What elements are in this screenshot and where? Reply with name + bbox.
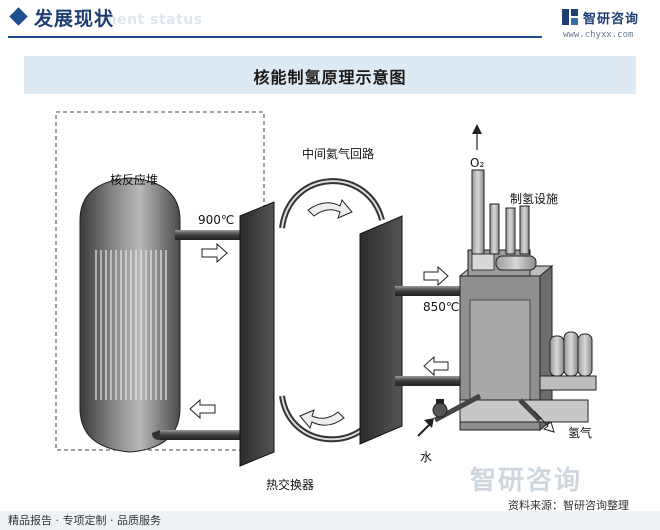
brand-logo: 智研咨询 www.chyxx.com <box>561 6 655 40</box>
diagram-title-banner: 核能制氢原理示意图 <box>24 56 636 94</box>
flow-arrow-primary-out <box>202 244 227 262</box>
heat-exchanger-plate-1 <box>240 202 274 466</box>
label-hydrogen-facility: 制氢设施 <box>510 190 558 207</box>
flow-arrow-primary-return <box>190 400 215 418</box>
logo-url: www.chyxx.com <box>563 30 633 40</box>
label-water: 水 <box>420 448 432 465</box>
flow-arrow-secondary-return <box>424 357 448 375</box>
diamond-icon <box>9 7 27 25</box>
diagram-title: 核能制氢原理示意图 <box>24 64 636 88</box>
title-shadow-text: ment status <box>102 12 203 28</box>
label-hydrogen: 氢气 <box>568 424 592 441</box>
logo-name: 智研咨询 <box>583 8 639 27</box>
water-inlet-arrow <box>418 418 434 436</box>
label-temp-850: 850℃ <box>423 300 459 314</box>
watermark: 智研咨询 <box>470 460 582 497</box>
heat-exchanger-plate-2 <box>360 216 402 444</box>
label-oxygen: O₂ <box>470 156 484 170</box>
label-helium-loop: 中间氦气回路 <box>302 145 374 162</box>
flow-arrow-secondary-out <box>424 267 448 285</box>
footer-slogan: 精品报告 · 专项定制 · 品质服务 <box>8 512 161 528</box>
label-reactor: 核反应堆 <box>110 171 158 188</box>
section-title: 发展现状 <box>34 4 114 31</box>
label-temp-900: 900℃ <box>198 213 234 227</box>
nuclear-hydrogen-diagram: 核反应堆 900℃ 中间氦气回路 O₂ 制氢设施 850℃ 热交换器 水 氢气 <box>40 100 620 480</box>
oxygen-arrow <box>472 124 482 150</box>
footer-bar: 精品报告 · 专项定制 · 品质服务 <box>0 511 660 530</box>
reactor-vessel <box>80 178 180 452</box>
label-heat-exchanger: 热交换器 <box>266 476 314 493</box>
header-divider <box>8 36 542 38</box>
logo-icon <box>561 8 579 26</box>
